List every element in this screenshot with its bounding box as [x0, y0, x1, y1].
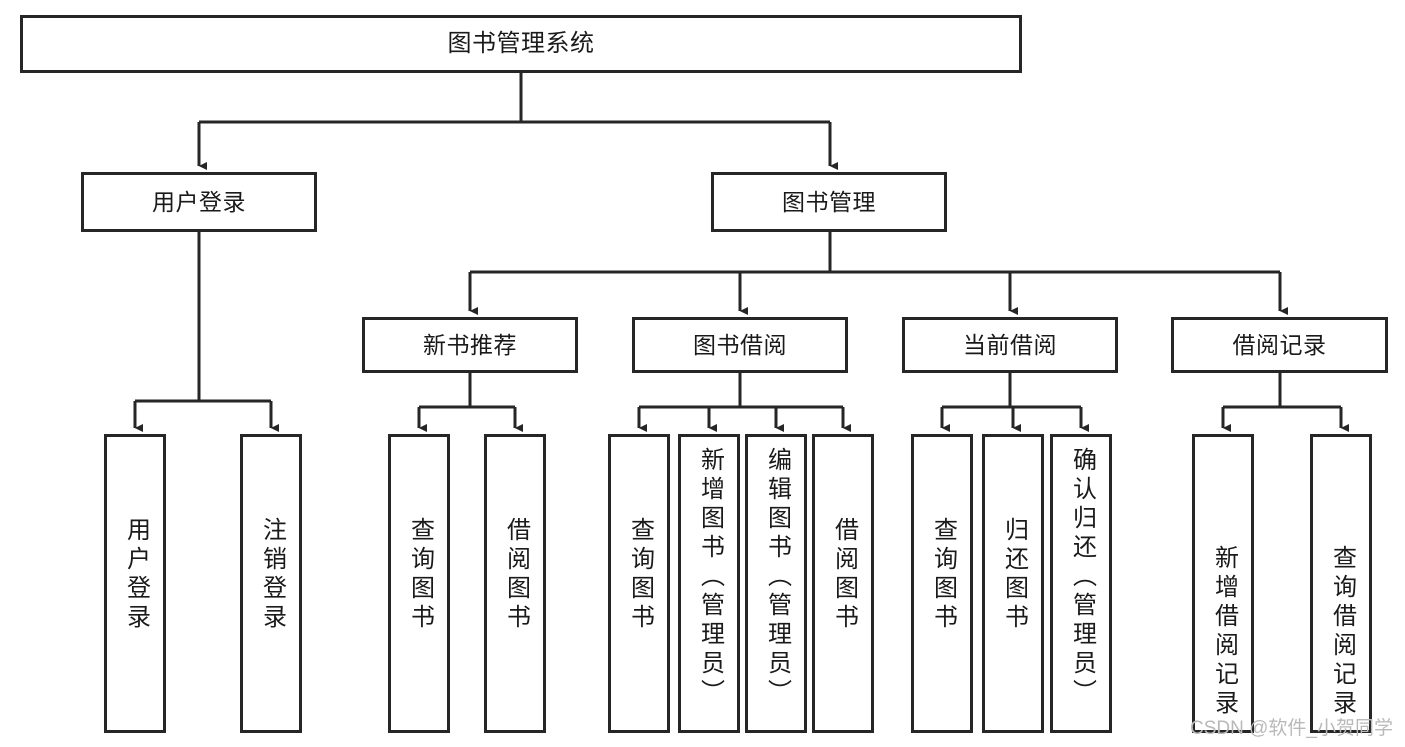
node-label: 查询图书	[406, 517, 434, 633]
node-leaf-query-book-2[interactable]: 查询图书	[608, 434, 670, 733]
node-label: 新增图书（管理员）	[696, 447, 724, 708]
node-leaf-add-book-admin[interactable]: 新增图书（管理员）	[678, 434, 740, 733]
node-label: 查询图书	[929, 517, 957, 633]
node-leaf-query-book-1[interactable]: 查询图书	[388, 434, 450, 733]
node-leaf-edit-book-admin[interactable]: 编辑图书（管理员）	[745, 434, 807, 733]
node-label: 用户登录	[122, 517, 150, 633]
csdn-watermark: CSDN @软件_小贺同学	[1190, 718, 1393, 739]
node-leaf-user-login[interactable]: 用户登录	[104, 434, 166, 733]
node-label: 图书借阅	[693, 331, 787, 358]
node-label: 图书管理	[782, 188, 876, 215]
node-book-borrow[interactable]: 图书借阅	[632, 317, 848, 373]
node-new-book-recommend[interactable]: 新书推荐	[362, 317, 578, 373]
node-label: 归还图书	[1000, 517, 1028, 633]
node-leaf-borrow-book-2[interactable]: 借阅图书	[812, 434, 874, 733]
node-leaf-user-logout[interactable]: 注销登录	[240, 434, 302, 733]
node-label: 用户登录	[152, 188, 246, 215]
node-leaf-borrow-book-1[interactable]: 借阅图书	[484, 434, 546, 733]
node-label: 借阅图书	[502, 517, 530, 633]
node-leaf-query-book-3[interactable]: 查询图书	[911, 434, 973, 733]
node-leaf-add-borrow-record[interactable]: 新增借阅记录	[1192, 434, 1254, 733]
node-label: 新增借阅记录	[1210, 545, 1238, 719]
node-borrow-record[interactable]: 借阅记录	[1171, 317, 1388, 373]
node-leaf-query-borrow-record[interactable]: 查询借阅记录	[1310, 434, 1372, 733]
node-label: 图书管理系统	[447, 30, 595, 57]
node-current-borrow[interactable]: 当前借阅	[902, 317, 1118, 373]
node-label: 借阅记录	[1232, 331, 1327, 358]
node-user-login[interactable]: 用户登录	[81, 172, 317, 232]
node-label: 当前借阅	[963, 331, 1057, 358]
node-label: 查询借阅记录	[1328, 545, 1356, 719]
node-label: 新书推荐	[423, 331, 517, 358]
node-label: 确认归还（管理员）	[1068, 447, 1096, 708]
node-book-management[interactable]: 图书管理	[711, 172, 947, 232]
node-label: 注销登录	[258, 517, 286, 633]
node-leaf-return-book[interactable]: 归还图书	[982, 434, 1044, 733]
node-leaf-confirm-return-admin[interactable]: 确认归还（管理员）	[1050, 434, 1112, 733]
node-label: 编辑图书（管理员）	[763, 447, 791, 708]
node-root-system[interactable]: 图书管理系统	[20, 15, 1022, 73]
node-label: 借阅图书	[830, 517, 858, 633]
node-label: 查询图书	[626, 517, 654, 633]
